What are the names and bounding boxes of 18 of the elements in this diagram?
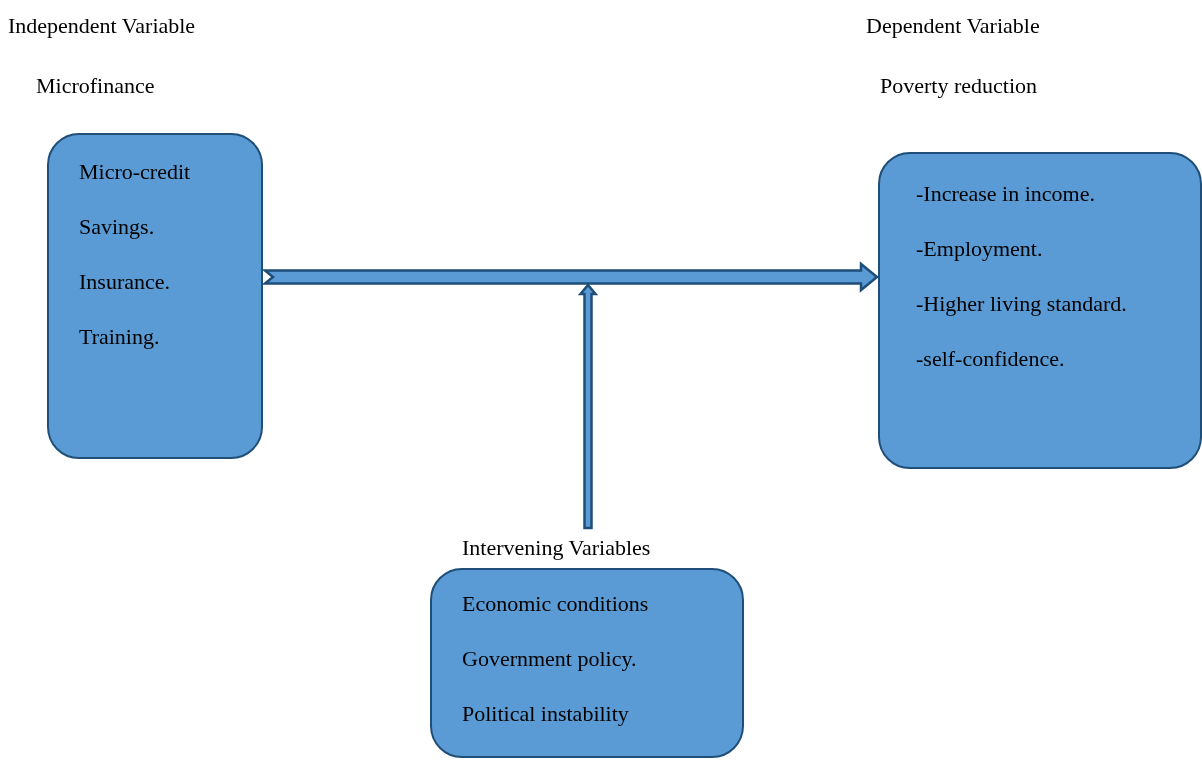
list-item: -Employment. (916, 236, 1043, 262)
list-item: -Higher living standard. (916, 291, 1127, 317)
list-item: Economic conditions (462, 591, 649, 617)
list-item: -self-confidence. (916, 346, 1065, 372)
block-arrow (261, 261, 879, 293)
variable-heading: Dependent Variable (866, 13, 1040, 39)
list-item: Training. (79, 324, 160, 350)
list-item: Government policy. (462, 646, 637, 672)
list-item: Political instability (462, 701, 629, 727)
variable-heading: Poverty reduction (880, 73, 1038, 99)
variable-heading: Independent Variable (8, 13, 196, 39)
block-arrow (577, 283, 599, 530)
variable-heading: Intervening Variables (462, 535, 651, 561)
list-item: Micro-credit (79, 159, 191, 185)
list-item: -Increase in income. (916, 181, 1095, 207)
list-item: Insurance. (79, 269, 170, 295)
variable-heading: Microfinance (36, 73, 155, 99)
list-item: Savings. (79, 214, 155, 240)
